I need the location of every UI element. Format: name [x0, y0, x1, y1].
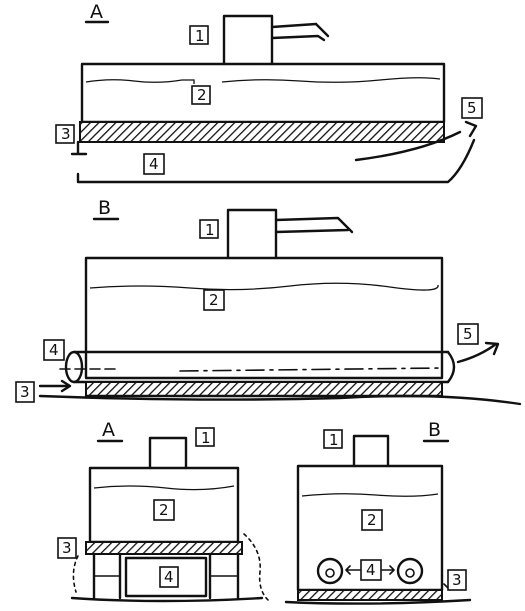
ground-line: [70, 596, 264, 603]
insulation-left: [72, 555, 79, 593]
label-box-2: [153, 499, 175, 521]
pipe-section-right-core: [405, 568, 415, 578]
label-2: 2: [367, 511, 377, 529]
label-box-5: [461, 97, 483, 119]
flow-arrowhead: [464, 120, 478, 138]
pipe-section-left: [316, 557, 344, 585]
outlet-pipe: [274, 216, 354, 234]
label-box-1: [323, 429, 343, 449]
label-3: 3: [452, 571, 462, 589]
duct-left-wall: [70, 140, 88, 156]
label-box-4: [43, 339, 65, 361]
pipe-end-right: [446, 350, 456, 384]
tank-b: [84, 256, 444, 380]
label-3: 3: [61, 125, 71, 143]
label-box-1: [199, 219, 219, 239]
insulation-right: [243, 533, 269, 601]
water-line: [93, 485, 235, 491]
label-box-4: [360, 559, 382, 581]
outlet-box: [222, 14, 274, 66]
label-box-1: [189, 25, 209, 45]
flow-line: [354, 130, 462, 162]
hatched-floor-a: [79, 121, 445, 143]
inflow-arrow: [38, 379, 72, 393]
label-5: 5: [463, 325, 473, 343]
hatched-floor: [85, 541, 243, 555]
label-4: 4: [149, 155, 159, 173]
ground-line: [38, 394, 522, 406]
pipe-end-left: [64, 350, 84, 384]
label-box-2: [361, 509, 383, 531]
pipe-section-right: [396, 557, 424, 585]
label-box-3: [55, 124, 75, 144]
outlet-box: [148, 436, 188, 470]
water-line: [89, 282, 439, 291]
label-1: 1: [205, 221, 215, 239]
label-1: 1: [329, 431, 339, 449]
hatched-floor-b: [85, 381, 443, 397]
label-box-2: [203, 289, 225, 311]
label-1: 1: [195, 27, 205, 45]
panel-a-bottom: A 1 2 4 3: [57, 419, 269, 603]
label-box-3: [447, 569, 467, 591]
label-4: 4: [49, 341, 59, 359]
panel-b-bottom: B 1 2 4 3: [284, 419, 472, 605]
tank-a: [80, 62, 446, 124]
label-2: 2: [159, 501, 169, 519]
spacing-arrows: [345, 565, 395, 575]
label-4: 4: [366, 561, 376, 579]
outlet-box: [352, 434, 390, 468]
label-box-1: [195, 427, 215, 447]
label-box-3: [15, 381, 35, 403]
duct-bottom: [76, 138, 476, 184]
outflow-arrow: [456, 341, 500, 364]
label-3: 3: [20, 383, 30, 401]
label-1: 1: [201, 429, 211, 447]
outlet-pipe: [270, 22, 326, 42]
label-box-2: [191, 85, 211, 105]
label-box-3: [57, 537, 77, 559]
label-2: 2: [209, 291, 219, 309]
panel-a-bottom-title: A: [102, 419, 115, 441]
label-5: 5: [467, 99, 477, 117]
panel-b-bottom-title: B: [428, 419, 441, 441]
pipe-section-left-core: [325, 568, 335, 578]
outlet-pipe-mouth: [314, 22, 330, 38]
pipe-axis: [179, 367, 443, 372]
water-line: [301, 493, 439, 497]
label-box-4: [143, 153, 165, 175]
water-line: [85, 77, 441, 84]
hatched-floor: [297, 589, 443, 601]
label-box-4: [159, 566, 179, 588]
panel-b-middle: B 1 2 4 3 5: [15, 197, 522, 406]
label-3: 3: [62, 539, 72, 557]
panel-a-top-title: A: [90, 1, 103, 23]
outlet-box: [226, 208, 278, 260]
panel-b-middle-title: B: [98, 197, 111, 219]
ground-line: [284, 598, 472, 605]
label-4: 4: [164, 568, 174, 586]
panel-a-top: A 1 2 3 4 5: [55, 1, 483, 184]
label-box-5: [457, 323, 479, 345]
label-2: 2: [197, 86, 207, 104]
duct-opening: [124, 556, 208, 598]
